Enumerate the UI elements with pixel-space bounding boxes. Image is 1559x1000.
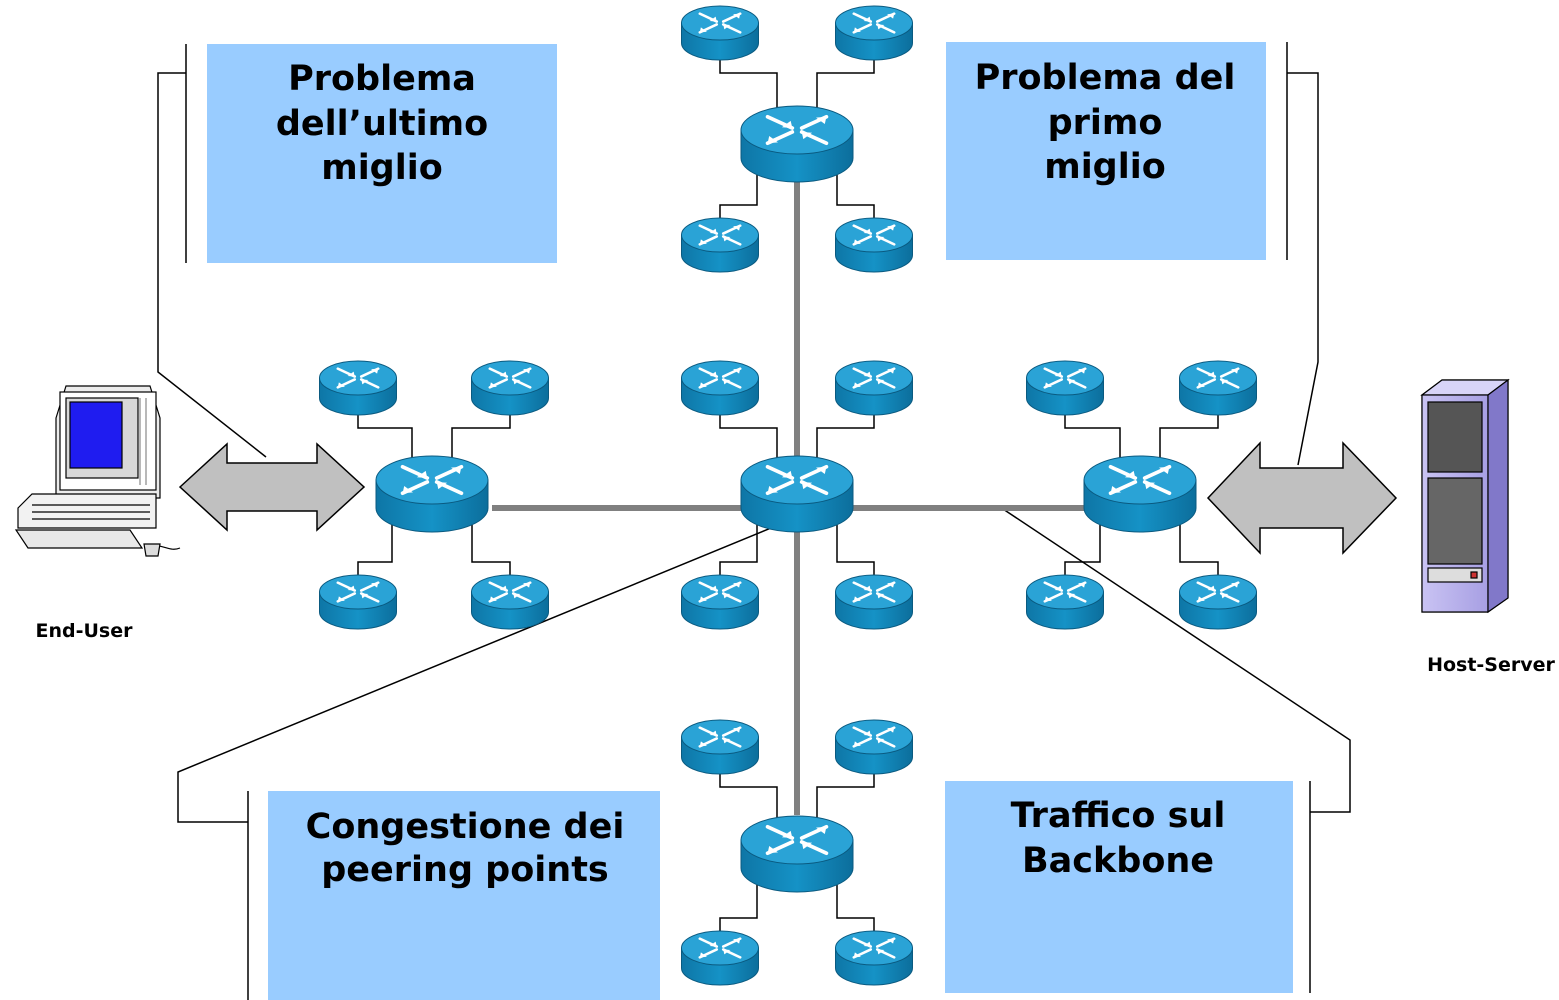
bracket-lines [157,42,1351,1000]
router-icon [319,574,397,630]
end-user-label: End-User [36,620,134,642]
double-arrow-icon [1206,441,1398,555]
callout-backbone-line-1: Traffico sul [1011,796,1226,836]
router-icon [835,719,913,775]
leader-peering [177,506,823,823]
callout-peering-line-1: Congestione dei [306,807,625,847]
access-links [357,53,1219,936]
router-icon [471,360,549,416]
server-icon [1420,378,1510,614]
router-icon [835,217,913,273]
router-icon [1026,574,1104,630]
router-icon [681,360,759,416]
router-icon [835,574,913,630]
callout-backbone-line-2: Backbone [1022,841,1214,881]
router-icon [1179,360,1257,416]
router-icon [1179,574,1257,630]
router-icon [835,5,913,61]
callout-box-backbone [945,781,1293,993]
router-icon [375,455,489,533]
callout-box-last-mile [207,44,557,263]
host-server-label: Host-Server [1427,654,1555,676]
leader-first-mile [1287,72,1319,466]
router-icon [681,719,759,775]
router-icon [1083,455,1197,533]
router-icon [681,574,759,630]
callout-last-mile-line-3: miglio [321,148,443,188]
router-icon [681,5,759,61]
router-icon [681,217,759,273]
callout-last-mile-line-2: dell’ultimo [276,104,488,144]
computer-icon [14,385,181,557]
router-icon [471,574,549,630]
router-icon [740,455,854,533]
double-arrow-icon [178,442,366,532]
router-icon [1026,360,1104,416]
callout-box-first-mile [946,42,1266,260]
router-icon [319,360,397,416]
callout-box-peering [268,791,660,1000]
callout-peering-line-2: peering points [321,850,609,890]
router-icon [681,930,759,986]
callout-first-mile-line-3: miglio [1044,147,1166,187]
router-icon [835,930,913,986]
routers [319,5,1257,986]
leader-backbone [1002,508,1351,813]
router-icon [740,815,854,893]
router-icon [835,360,913,416]
callout-first-mile-line-1: Problema del [975,58,1236,98]
router-icon [740,105,854,183]
callout-last-mile-line-1: Problema [288,59,476,99]
leader-last-mile [157,72,267,458]
callout-first-mile-line-2: primo [1048,103,1163,143]
